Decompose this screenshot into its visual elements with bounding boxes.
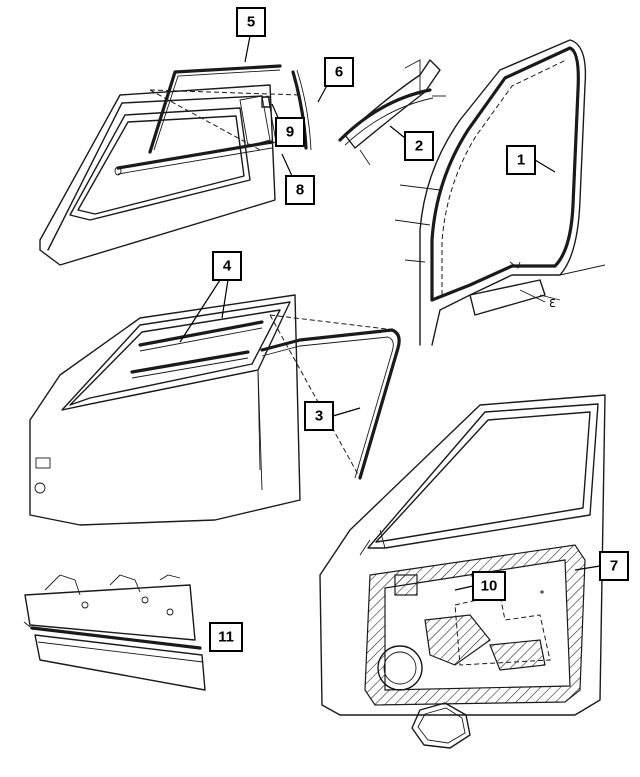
svg-text:3: 3 bbox=[315, 408, 323, 425]
watershield-part-7 bbox=[364, 544, 586, 706]
svg-text:ℇ: ℇ bbox=[549, 297, 556, 310]
svg-text:2: 2 bbox=[415, 138, 423, 155]
belt-strip-upper-part-4 bbox=[138, 320, 264, 347]
svg-text:5: 5 bbox=[247, 14, 255, 31]
svg-text:11: 11 bbox=[218, 629, 234, 646]
pillar-seal-view bbox=[338, 59, 446, 166]
body-door-opening-view bbox=[394, 39, 606, 346]
glass-run-strip-part-6 bbox=[291, 70, 308, 150]
svg-text:6: 6 bbox=[335, 64, 343, 81]
callout-11: 11 bbox=[209, 622, 243, 652]
belt-strip-lower-part-4 bbox=[130, 350, 250, 374]
callout-8: 8 bbox=[285, 175, 315, 205]
front-door-outer-view bbox=[29, 294, 401, 526]
callout-1: 1 bbox=[506, 145, 536, 175]
svg-text:9: 9 bbox=[286, 124, 294, 141]
leader-lines bbox=[179, 35, 601, 591]
callout-10: 10 bbox=[472, 571, 506, 601]
callout-2: 2 bbox=[404, 131, 434, 161]
svg-text:1: 1 bbox=[517, 152, 525, 169]
callout-5: 5 bbox=[236, 7, 266, 37]
callout-4: 4 bbox=[212, 251, 242, 281]
door-opening-weatherstrip-part-1 bbox=[430, 46, 580, 302]
door-inner-panel-view bbox=[319, 394, 606, 749]
inner-belt-part-8 bbox=[116, 140, 274, 170]
callout-3: 3 bbox=[304, 401, 334, 431]
clip-part-9 bbox=[261, 96, 271, 108]
svg-text:8: 8 bbox=[296, 182, 304, 199]
svg-text:10: 10 bbox=[481, 578, 498, 595]
lower-weatherstrip-part-11 bbox=[30, 626, 202, 650]
callout-9: 9 bbox=[275, 117, 305, 147]
callout-6: 6 bbox=[324, 57, 354, 87]
svg-text:7: 7 bbox=[610, 558, 618, 575]
upper-door-frame-view bbox=[39, 64, 312, 266]
pillar-seal-part-2 bbox=[338, 88, 432, 142]
lower-door-seal-view bbox=[23, 574, 206, 691]
svg-text:4: 4 bbox=[223, 258, 232, 275]
callout-7: 7 bbox=[599, 551, 629, 581]
belt-weatherstrip-part-5 bbox=[148, 64, 282, 154]
centerline-annotation: ℇ bbox=[519, 289, 556, 310]
